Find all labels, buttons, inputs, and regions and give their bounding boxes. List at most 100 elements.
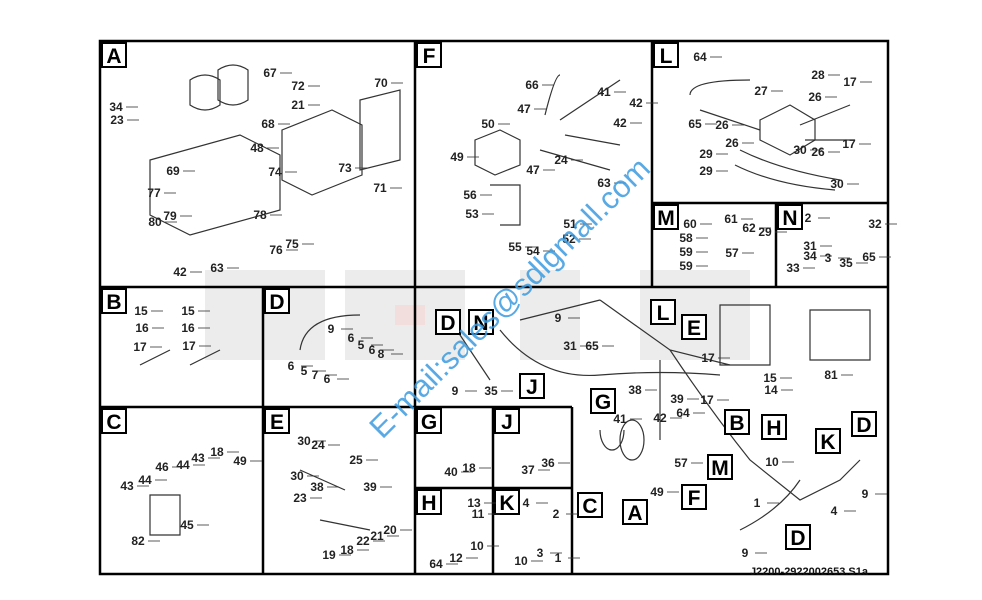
- panel-h-callout: 11: [472, 507, 485, 521]
- panel-l-callout: 27: [754, 84, 768, 98]
- part-outline: [559, 79, 621, 121]
- panel-tag-j: J: [494, 408, 520, 434]
- tag-letter: J: [526, 376, 538, 399]
- main-callout: 1: [754, 496, 761, 510]
- tag-letter: C: [106, 411, 121, 434]
- panel-l-callout: 17: [842, 137, 856, 151]
- panel-f-callout: 53: [465, 207, 479, 221]
- main-callout: 10: [765, 455, 779, 469]
- tag-letter: A: [106, 45, 121, 68]
- panel-j-callout: 37: [521, 463, 535, 477]
- part-outline: [619, 419, 645, 461]
- panel-a-callout: 34: [109, 100, 123, 114]
- tag-letter: E: [270, 411, 284, 434]
- main-callout: 65: [585, 339, 599, 353]
- panel-h-callout: 12: [449, 551, 463, 565]
- panel-l-callout: 29: [699, 147, 713, 161]
- panel-b-callout: 15: [181, 304, 195, 318]
- panel-c-callout: 43: [120, 479, 134, 493]
- panel-n-callout: 33: [786, 261, 800, 275]
- main-callout: 81: [824, 368, 838, 382]
- panel-l-callout: 65: [688, 117, 702, 131]
- panel-e-callout: 23: [293, 491, 307, 505]
- tag-letter: B: [106, 291, 121, 314]
- panel-k-callout: 4: [523, 496, 530, 510]
- tag-letter: A: [627, 502, 642, 525]
- panel-h-callout: 64: [429, 557, 443, 571]
- panel-tag-d: D: [264, 288, 290, 314]
- panel-l-callout: 30: [793, 143, 807, 157]
- tag-letter: L: [657, 302, 670, 325]
- panel-m-callout: 62: [742, 221, 756, 235]
- tag-letter: K: [499, 492, 514, 515]
- panel-b-callout: 16: [181, 321, 195, 335]
- part-outline: [319, 519, 371, 531]
- panel-m-callout: 57: [725, 246, 739, 260]
- tag-letter: D: [790, 527, 805, 550]
- panel-h-callout: 13: [467, 496, 481, 510]
- panel-tag-g: G: [416, 408, 442, 434]
- tag-letter: F: [423, 45, 436, 68]
- panel-l-callout: 26: [811, 145, 825, 159]
- panel-c-callout: 44: [176, 458, 190, 472]
- main-callout: 17: [701, 351, 715, 365]
- panel-n-callout: 34: [803, 249, 817, 263]
- tag-box: [519, 373, 545, 399]
- tag-letter: B: [729, 412, 744, 435]
- main-callout: 15: [763, 371, 777, 385]
- panel-f-callout: 55: [508, 240, 522, 254]
- panel-f-callout: 47: [526, 163, 540, 177]
- tag-box: [577, 492, 603, 518]
- tag-box: [435, 309, 461, 335]
- panel-a-callout: 63: [210, 261, 224, 275]
- panel-m-callout: 58: [679, 231, 693, 245]
- panel-d-callout: 9: [328, 322, 335, 336]
- tag-letter: G: [421, 411, 437, 434]
- main-callout: 41: [613, 412, 627, 426]
- panel-a-callout: 68: [261, 117, 275, 131]
- panel-e-callout: 20: [383, 523, 397, 537]
- panel-tag-e: E: [264, 408, 290, 434]
- tag-letter: D: [856, 414, 871, 437]
- panel-tag-c: C: [101, 408, 127, 434]
- tag-letter: M: [657, 207, 675, 230]
- part-outline: [499, 329, 721, 377]
- callout-tag-e: E: [681, 314, 707, 340]
- main-callout: 42: [653, 411, 667, 425]
- part-outline: [544, 74, 561, 116]
- callout-tag-n: N: [468, 309, 494, 335]
- panel-f-callout: 66: [525, 78, 539, 92]
- panel-f-callout: 52: [562, 232, 576, 246]
- panel-tag-n: N: [777, 204, 803, 230]
- callout-tag-g: G: [590, 388, 616, 414]
- tag-box: [416, 42, 442, 68]
- panel-a-callout: 77: [147, 186, 161, 200]
- panel-l-callout: 30: [830, 177, 844, 191]
- panel-c-callout: 49: [233, 454, 247, 468]
- callout-tag-d: D: [785, 524, 811, 550]
- panel-f-callout: 42: [613, 116, 627, 130]
- panel-b-callout: 16: [135, 321, 149, 335]
- part-outline: [490, 184, 521, 226]
- panel-k-callout: 10: [514, 554, 528, 568]
- panel-a-callout: 75: [285, 237, 299, 251]
- tag-box: [724, 409, 750, 435]
- panel-e-callout: 39: [363, 480, 377, 494]
- callout-tag-j: J: [519, 373, 545, 399]
- part-outline: [719, 304, 771, 366]
- panel-a-callout: 72: [291, 79, 305, 93]
- tag-box: [494, 408, 520, 434]
- panel-c-callout: 45: [180, 518, 194, 532]
- part-outline: [739, 479, 801, 531]
- main-callout: 4: [831, 504, 838, 518]
- tag-letter: M: [711, 457, 729, 480]
- panel-n-callout: 31: [803, 239, 817, 253]
- part-outline: [189, 74, 221, 111]
- panel-b-callout: 15: [134, 304, 148, 318]
- callout-tag-d: D: [435, 309, 461, 335]
- tag-box: [264, 408, 290, 434]
- part-outline: [799, 104, 851, 126]
- panel-f-callout: 41: [597, 85, 611, 99]
- part-outline: [564, 134, 621, 146]
